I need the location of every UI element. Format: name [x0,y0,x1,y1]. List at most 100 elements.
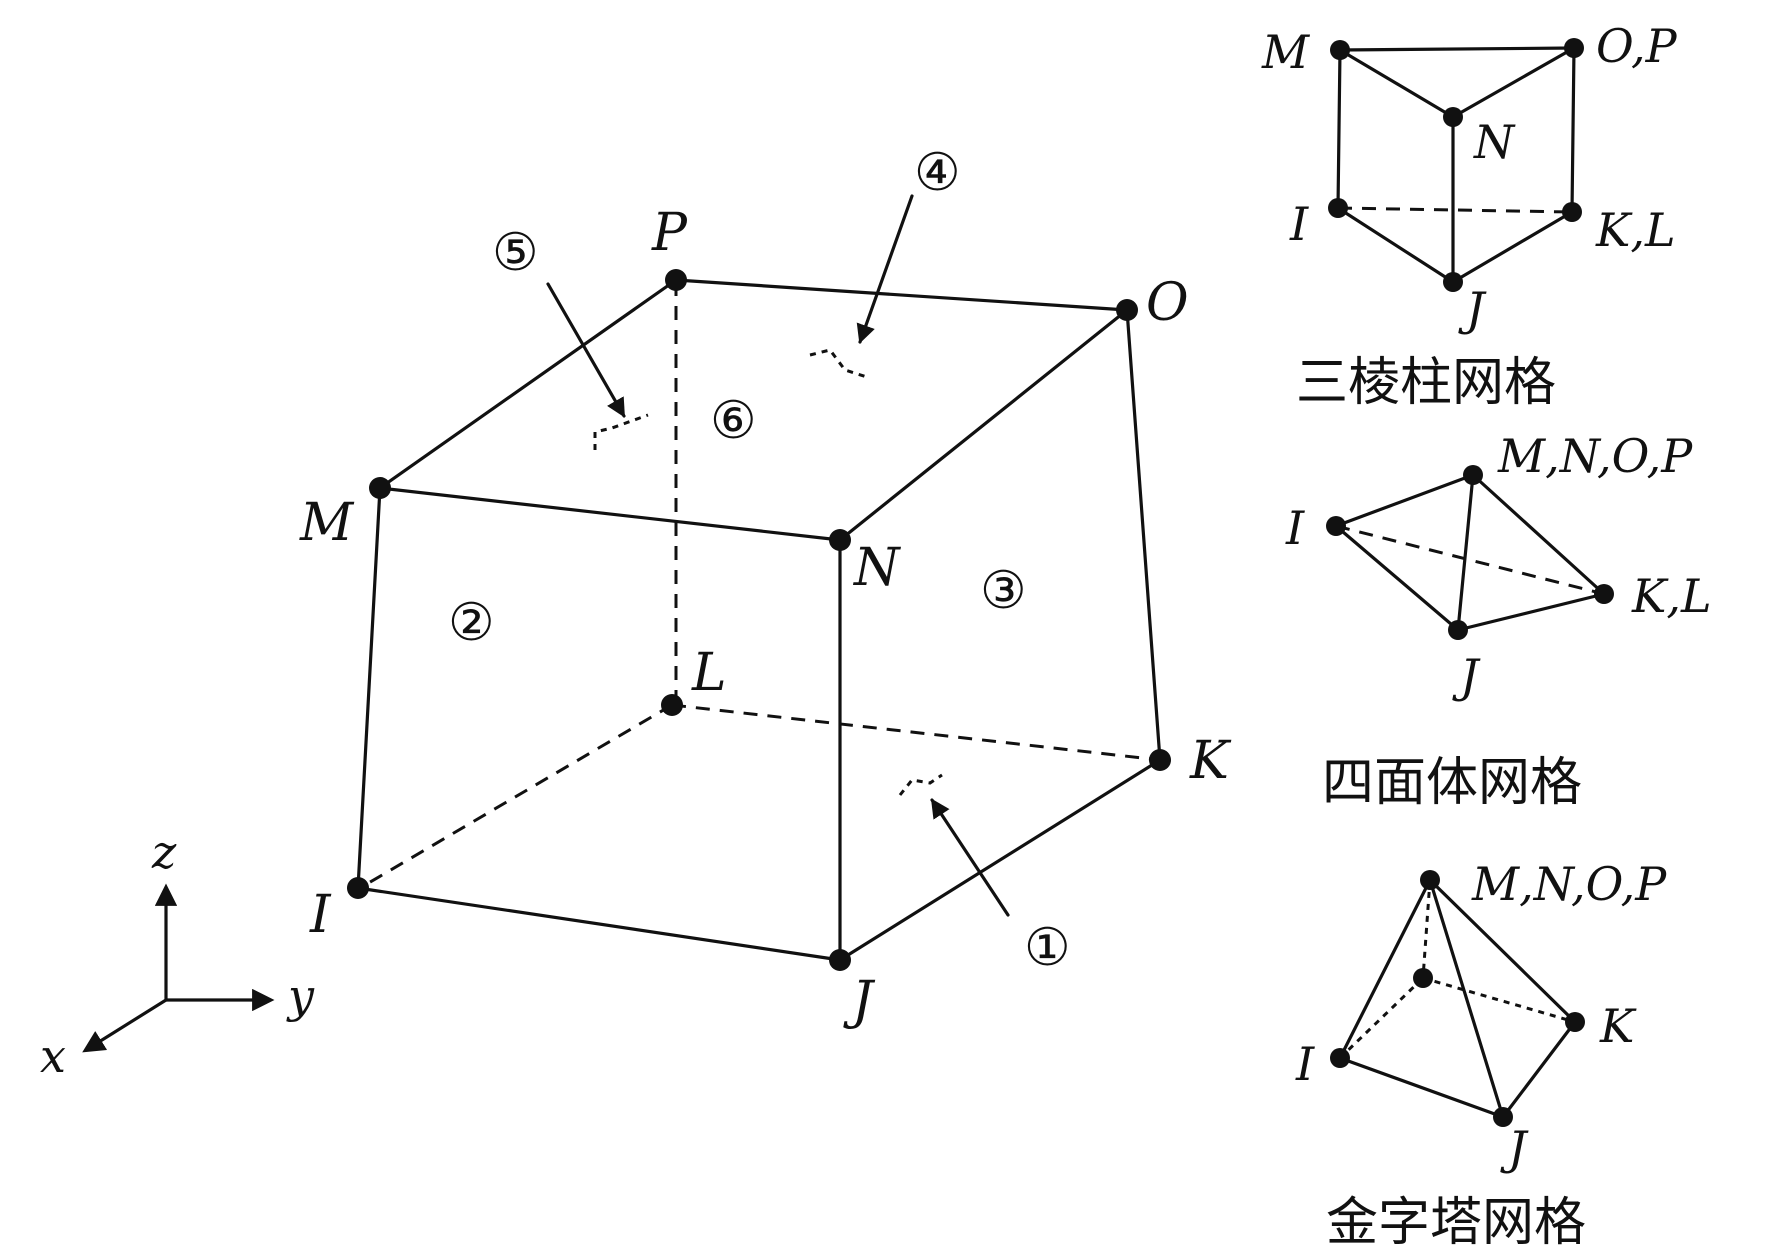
prism-edge-MI [1336,48,1342,210]
tet-edge-MJ [1456,473,1475,632]
face-label-3: ③ [980,561,1027,621]
label-L: L [691,643,727,703]
prism-node-KL [1562,202,1582,222]
pyr-node-L [1413,968,1433,988]
pyr-node-MNOP [1420,870,1440,890]
edge-M-N [378,486,842,542]
tet-label-J: J [1452,649,1481,703]
edge-P-O [674,278,1129,312]
label-O: O [1146,273,1189,333]
pyr-node-J [1493,1107,1513,1127]
tet-node-J [1448,620,1468,640]
tet-node-MNOP [1463,465,1483,485]
tet-label-KL: K,L [1631,569,1712,623]
axis-label-x: x [40,1029,66,1083]
prism-edge-OK [1570,46,1576,214]
pyr-label-I: I [1295,1037,1315,1091]
label-K: K [1189,731,1232,791]
pyr-edge-MJ [1428,878,1505,1119]
tet-caption: 四面体网格 [1322,753,1582,813]
face-label-2: ② [448,593,495,653]
node-K [1149,749,1171,771]
prism-label-KL: K,L [1595,203,1676,257]
prism-edge-MN [1338,48,1455,119]
face-label-1: ① [1024,918,1071,978]
prism-label-OP: O,P [1596,19,1678,73]
pyr-node-I [1330,1048,1350,1068]
prism-label-N: N [1473,115,1516,169]
node-J [829,949,851,971]
tet-edge-IM [1334,473,1475,528]
node-I [347,877,369,899]
prism-diagram: M O,P N I K,L J 三棱柱网格 [1261,19,1678,413]
edge-J-K [838,758,1162,962]
tet-edge-MK [1471,473,1606,596]
label-N: N [852,538,901,598]
label-M: M [299,493,355,553]
face-marker-1 [898,773,943,796]
face-marker-5 [593,413,649,450]
tet-edge-JK [1456,592,1606,632]
face-label-6: ⑥ [710,391,757,451]
prism-edge-IK [1337,206,1573,214]
axis-x [82,998,168,1053]
pyramid-diagram: M,N,O,P I K J 金字塔网格 [1295,857,1667,1253]
pyr-edge-IJ [1338,1056,1505,1119]
node-P [665,269,687,291]
edge-O-K [1125,308,1162,762]
prism-edge-MO [1338,46,1576,52]
tet-label-MNOP: M,N,O,P [1497,429,1693,483]
axis-label-y: y [286,969,315,1023]
edge-P-M [378,278,678,490]
prism-node-N [1443,107,1463,127]
prism-edge-NO [1451,46,1576,119]
prism-label-J: J [1458,282,1487,336]
edge-I-J [356,886,842,962]
prism-label-I: I [1289,197,1309,251]
arrow-5 [546,282,626,418]
arrow-4 [856,194,914,344]
prism-node-M [1330,40,1350,60]
face-marker-4 [809,348,871,380]
pyr-edge-MI [1338,878,1432,1060]
edge-M-I [356,486,382,890]
pyr-node-K [1565,1012,1585,1032]
pyr-edge-JK [1501,1020,1577,1119]
tet-node-KL [1594,584,1614,604]
edge-N-O [838,308,1129,542]
pyr-edge-ML [1421,879,1432,979]
label-P: P [651,203,688,263]
pyr-edge-MK [1428,878,1577,1024]
node-O [1116,299,1138,321]
tet-node-I [1326,516,1346,536]
prism-edge-JK [1451,210,1574,284]
node-N [829,529,851,551]
face-label-5: ⑤ [492,223,539,283]
tet-label-I: I [1285,501,1305,555]
axes: z y x [40,825,315,1083]
prism-node-J [1443,272,1463,292]
prism-caption: 三棱柱网格 [1296,353,1556,413]
pyr-label-J: J [1500,1121,1529,1175]
pyr-edge-IL [1338,976,1425,1060]
node-M [369,477,391,499]
pyr-edge-LK [1422,976,1576,1024]
tetrahedron-diagram: M,N,O,P I K,L J 四面体网格 [1285,429,1712,813]
pyr-caption: 金字塔网格 [1326,1193,1586,1253]
label-I: I [309,885,332,945]
arrow-1 [930,798,1010,917]
main-cube: P O M N L K I J ① ② ③ ④ ⑤ ⑥ [299,143,1232,1031]
edge-L-K [671,703,1161,762]
node-L [661,694,683,716]
pyr-label-MNOP: M,N,O,P [1471,857,1667,911]
axis-label-z: z [151,825,177,879]
prism-label-M: M [1261,25,1311,79]
tet-edge-IJ [1334,524,1460,632]
prism-edge-IJ [1336,206,1455,284]
prism-node-OP [1564,38,1584,58]
prism-node-I [1328,198,1348,218]
edge-L-I [359,703,673,890]
label-J: J [843,971,876,1031]
pyr-label-K: K [1599,999,1637,1053]
